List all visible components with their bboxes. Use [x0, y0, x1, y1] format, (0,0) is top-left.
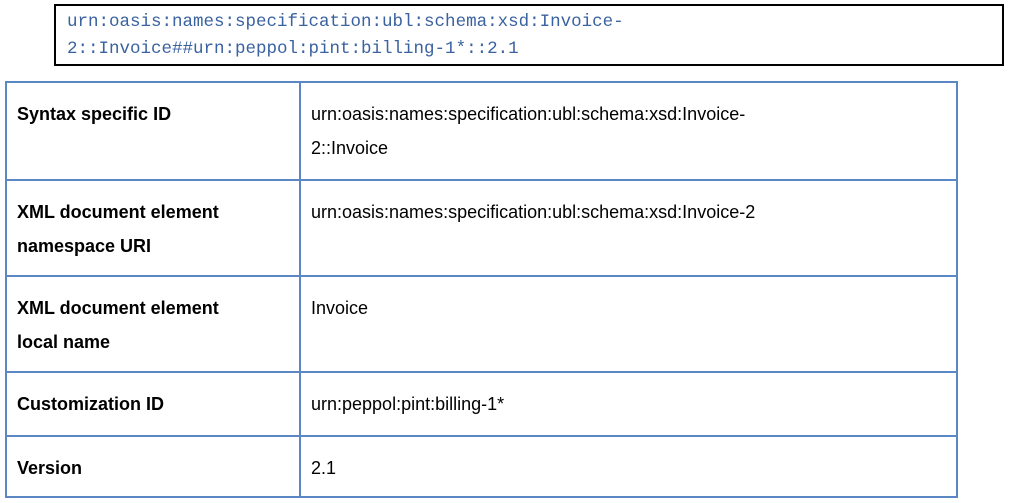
- table-row-local-name: XML document element local name Invoice: [5, 275, 958, 373]
- code-line: urn:oasis:names:specification:ubl:schema…: [67, 12, 624, 32]
- row-label: XML document element namespace URI: [5, 179, 301, 277]
- table-row-syntax-specific-id: Syntax specific ID urn:oasis:names:speci…: [5, 81, 958, 181]
- row-value-text: 2::Invoice: [311, 138, 389, 158]
- identifier-code-box: urn:oasis:names:specification:ubl:schema…: [54, 4, 1004, 66]
- row-value: 2.1: [299, 435, 958, 498]
- row-label-text: XML document element: [17, 202, 219, 222]
- row-value-text: urn:peppol:pint:billing-1*: [311, 394, 505, 414]
- row-label-text: Customization ID: [17, 394, 164, 414]
- row-value-text: urn:oasis:names:specification:ubl:schema…: [311, 104, 746, 124]
- row-label: Customization ID: [5, 371, 301, 437]
- row-value-text: 2.1: [311, 458, 337, 478]
- table-row-customization-id: Customization ID urn:peppol:pint:billing…: [5, 371, 958, 437]
- row-value: urn:oasis:names:specification:ubl:schema…: [299, 81, 958, 181]
- table-row-version: Version 2.1: [5, 435, 958, 498]
- row-value-text: Invoice: [311, 298, 369, 318]
- row-label: XML document element local name: [5, 275, 301, 373]
- row-label-text: Syntax specific ID: [17, 104, 172, 124]
- row-label-text: XML document element: [17, 298, 219, 318]
- row-value-text: urn:oasis:names:specification:ubl:schema…: [311, 202, 756, 222]
- row-label-text: local name: [17, 332, 111, 352]
- row-label: Version: [5, 435, 301, 498]
- table-row-namespace-uri: XML document element namespace URI urn:o…: [5, 179, 958, 277]
- code-line: 2::Invoice##urn:peppol:pint:billing-1*::…: [67, 39, 519, 59]
- row-value: urn:peppol:pint:billing-1*: [299, 371, 958, 437]
- row-label-text: namespace URI: [17, 236, 152, 256]
- row-value: Invoice: [299, 275, 958, 373]
- identifier-table: Syntax specific ID urn:oasis:names:speci…: [5, 81, 958, 498]
- row-value: urn:oasis:names:specification:ubl:schema…: [299, 179, 958, 277]
- row-label-text: Version: [17, 458, 83, 478]
- row-label: Syntax specific ID: [5, 81, 301, 181]
